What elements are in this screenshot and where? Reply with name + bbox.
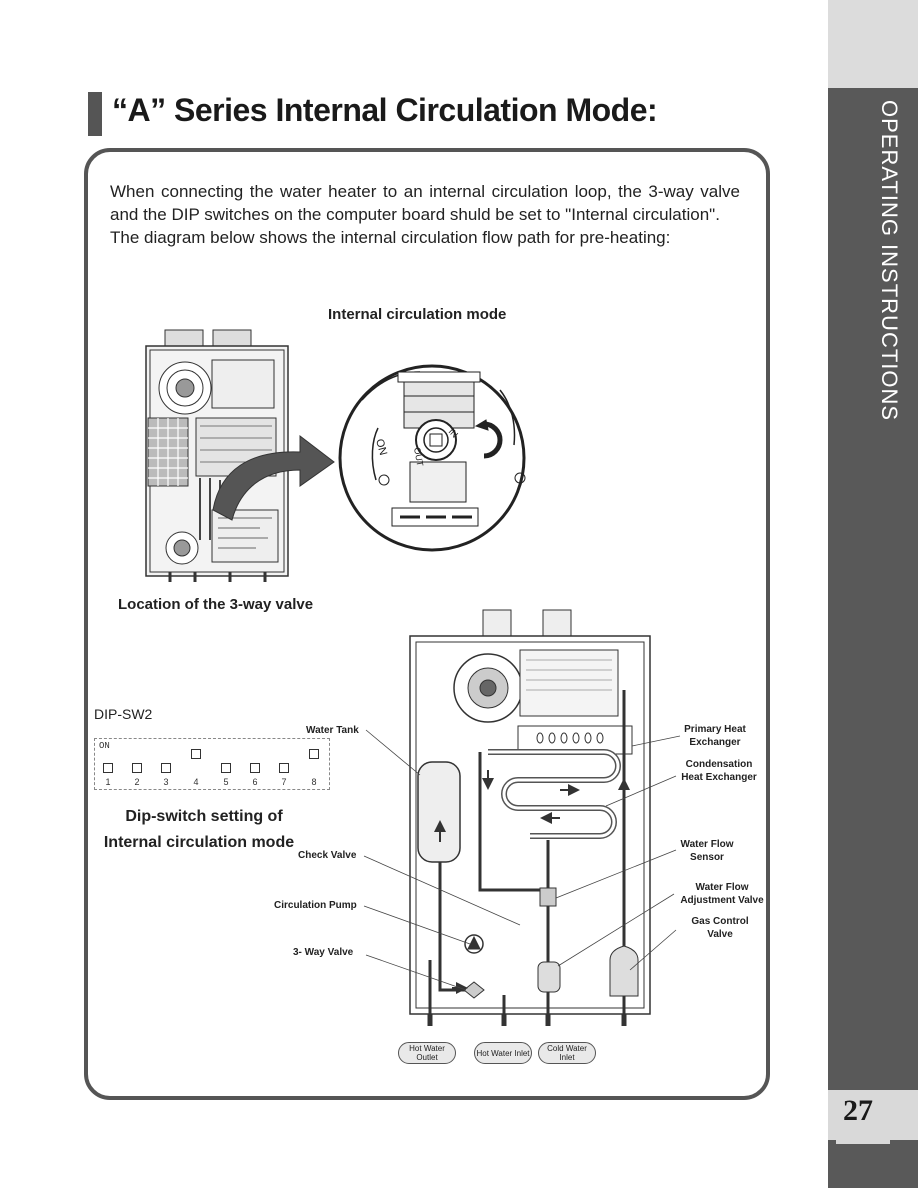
valve-location-caption: Location of the 3-way valve bbox=[118, 596, 314, 613]
port-hot-water-outlet: Hot Water Outlet bbox=[398, 1042, 456, 1064]
valve-magnified-view: ON IN OUT bbox=[338, 364, 526, 552]
side-tab-top bbox=[828, 0, 918, 88]
dip-switch-2 bbox=[132, 763, 142, 773]
side-tab-title: OPERATING INSTRUCTIONS bbox=[877, 100, 902, 422]
label-gas-control-valve: Gas Control Valve bbox=[691, 916, 749, 940]
dip-switch-1 bbox=[103, 763, 113, 773]
port-hot-water-inlet: Hot Water Inlet bbox=[474, 1042, 532, 1064]
heater-unit-illustration bbox=[145, 329, 335, 582]
dip-switch-4 bbox=[191, 749, 201, 759]
valve-figure-heading: Internal circulation mode bbox=[328, 306, 507, 323]
label-water-flow-sensor: Water Flow Sensor bbox=[680, 839, 734, 863]
dip-number-3: 3 bbox=[163, 777, 169, 787]
dip-switch-caption: Dip-switch setting of Internal circulati… bbox=[104, 804, 304, 856]
dip-switch-label: DIP-SW2 bbox=[94, 706, 153, 722]
dip-switch-3 bbox=[161, 763, 171, 773]
dip-number-1: 1 bbox=[105, 777, 111, 787]
label-three-way-valve: 3- Way Valve bbox=[293, 947, 354, 958]
dip-caption-line-2: Internal circulation mode bbox=[103, 834, 295, 851]
port-cold-water-inlet: Cold Water Inlet bbox=[538, 1042, 596, 1064]
dip-number-2: 2 bbox=[134, 777, 140, 787]
title-accent-bar bbox=[88, 92, 102, 136]
dip-caption-line-1: Dip-switch setting of bbox=[125, 808, 283, 825]
side-tab: OPERATING INSTRUCTIONS bbox=[828, 0, 918, 1188]
flow-diagram bbox=[363, 609, 681, 1026]
page-number-box bbox=[828, 1090, 918, 1140]
label-condensation-heat-exchanger: Condensation Heat Exchanger bbox=[681, 759, 757, 783]
dip-number-4: 4 bbox=[193, 777, 199, 787]
valve-out-mark: OUT bbox=[412, 447, 425, 468]
intro-paragraph-2: The diagram below shows the internal cir… bbox=[110, 228, 671, 247]
dip-switch-5 bbox=[221, 763, 231, 773]
dip-number-5: 5 bbox=[223, 777, 229, 787]
page-number-underline bbox=[836, 1140, 890, 1144]
dip-switch-6 bbox=[250, 763, 260, 773]
page-title: “A” Series Internal Circulation Mode: bbox=[112, 92, 658, 128]
dip-number-7: 7 bbox=[281, 777, 287, 787]
valve-on-mark: ON bbox=[373, 438, 389, 457]
label-water-tank: Water Tank bbox=[306, 725, 359, 736]
dip-switch-block: ON 1 2 3 4 5 6 7 8 bbox=[94, 738, 330, 790]
dip-on-label: ON bbox=[99, 741, 110, 751]
page-number: 27 bbox=[843, 1094, 873, 1127]
dip-number-6: 6 bbox=[252, 777, 258, 787]
dip-switch-8 bbox=[309, 749, 319, 759]
intro-text: When connecting the water heater to an i… bbox=[110, 180, 740, 249]
intro-paragraph-1: When connecting the water heater to an i… bbox=[110, 182, 740, 224]
label-circulation-pump: Circulation Pump bbox=[274, 900, 357, 911]
dip-number-8: 8 bbox=[311, 777, 317, 787]
label-water-flow-adjustment-valve: Water Flow Adjustment Valve bbox=[680, 882, 764, 906]
content-frame bbox=[84, 148, 770, 1100]
dip-switch-7 bbox=[279, 763, 289, 773]
label-check-valve: Check Valve bbox=[298, 850, 357, 861]
label-primary-heat-exchanger: Primary Heat Exchanger bbox=[684, 724, 746, 748]
